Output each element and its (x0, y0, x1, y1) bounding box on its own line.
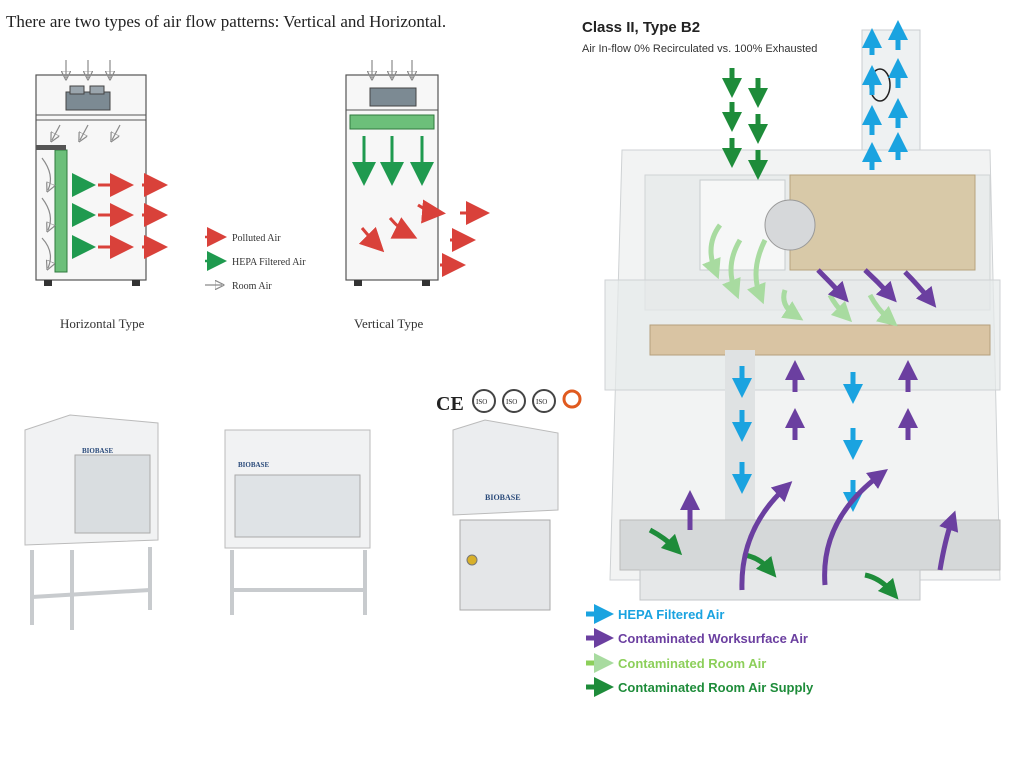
ce-mark-icon: CE (436, 393, 464, 415)
vertical-cabinet: Vertical Type (345, 60, 490, 331)
legend-contaminated-worksurface-air: Contaminated Worksurface Air (618, 631, 808, 646)
legend-contaminated-room-air-supply: Contaminated Room Air Supply (618, 680, 814, 695)
svg-text:ISO: ISO (476, 398, 487, 406)
airflow-legend: Polluted Air HEPA Filtered Air Room Air (205, 227, 306, 292)
svg-text:ISO: ISO (536, 398, 547, 406)
product-brand-label: BIOBASE (485, 493, 521, 502)
legend-hepa-filtered-air: HEPA Filtered Air (618, 607, 724, 622)
product-cabinet-2: BIOBASE (224, 429, 371, 615)
svg-text:ISO: ISO (506, 398, 517, 406)
certification-logos: CE ISO ISO ISO (436, 389, 582, 415)
horizontal-cabinet: Horizontal Type (35, 60, 168, 331)
horizontal-type-label: Horizontal Type (60, 316, 145, 331)
partial-badge-icon (562, 389, 582, 409)
airflow-patterns-diagram: Horizontal Type Vertical Type Polluted A… (35, 60, 490, 331)
product-cabinet-3: BIOBASE (452, 419, 559, 611)
product-brand-label: BIOBASE (82, 447, 113, 455)
legend-polluted-air: Polluted Air (232, 233, 281, 244)
b2-title: Class II, Type B2 (582, 19, 700, 36)
slide-title: There are two types of air flow patterns… (6, 12, 447, 31)
b2-subtitle: Air In-flow 0% Recirculated vs. 100% Exh… (582, 43, 817, 55)
iso-badge-icon (532, 389, 556, 413)
iso-badge-icon (502, 389, 526, 413)
legend-hepa-filtered-air: HEPA Filtered Air (232, 257, 306, 268)
legend-contaminated-room-air: Contaminated Room Air (618, 656, 766, 671)
class-ii-b2-diagram: Class II, Type B2 Air In-flow 0% Recircu… (582, 19, 1001, 697)
b2-legend: HEPA Filtered Air Contaminated Worksurfa… (586, 604, 814, 697)
product-photos: CE ISO ISO ISO BIOBASE BIOBASE BIOBASE (24, 389, 582, 630)
product-cabinet-1: BIOBASE (24, 414, 159, 630)
legend-room-air: Room Air (232, 281, 272, 292)
vertical-type-label: Vertical Type (354, 316, 423, 331)
product-brand-label: BIOBASE (238, 461, 269, 469)
iso-badge-icon (472, 389, 496, 413)
